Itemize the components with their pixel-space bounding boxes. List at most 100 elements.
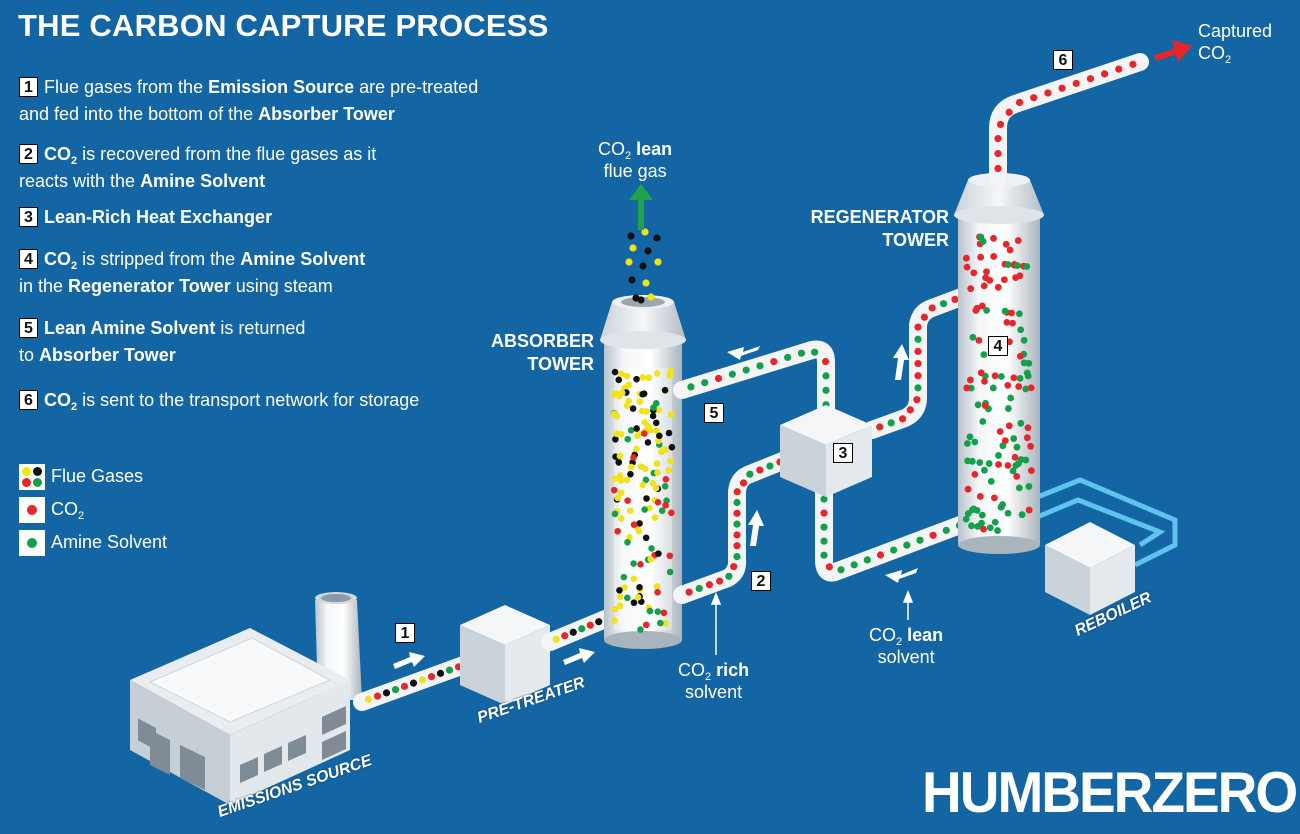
legend-amine: Amine Solvent — [19, 530, 167, 556]
particle-dot — [617, 430, 625, 438]
particle-dot — [983, 268, 990, 276]
particle-dot — [821, 358, 830, 366]
particle-dot — [980, 525, 987, 533]
particle-dot — [611, 368, 619, 376]
particle-dot — [963, 263, 971, 271]
particle-dot — [784, 353, 792, 362]
particle-dot — [636, 398, 644, 405]
flow-arrows — [393, 344, 918, 669]
particle-dot — [983, 306, 990, 314]
particle-dot — [1023, 263, 1031, 270]
amine-swatch — [19, 530, 45, 556]
particle-dot — [427, 673, 436, 681]
particle-dot — [436, 669, 445, 677]
particle-dot — [661, 483, 669, 490]
particle-dot — [962, 515, 970, 523]
particle-dot — [820, 495, 828, 503]
particle-dot — [742, 366, 750, 374]
pipe-rich-to-regenerator — [863, 284, 981, 439]
particle-dot — [928, 304, 936, 312]
particle-dot — [1007, 394, 1015, 402]
particle-dot — [655, 437, 662, 445]
particle-dot — [914, 335, 922, 343]
particle-dot — [863, 556, 871, 564]
particle-dot — [645, 374, 653, 382]
step-tag-2: 2 — [751, 571, 771, 591]
particle-dot — [418, 676, 427, 684]
particle-dot — [837, 566, 845, 574]
particle-dot — [625, 397, 633, 405]
particle-dot — [617, 477, 625, 484]
flue-gas-exhaust — [625, 228, 662, 304]
particle-dot — [966, 376, 974, 384]
particle-dot — [636, 520, 643, 527]
particle-dot — [616, 593, 624, 601]
particle-dot — [626, 507, 634, 514]
particle-dot — [611, 510, 619, 518]
particle-dot — [733, 498, 741, 507]
particle-dot — [1016, 352, 1024, 360]
particle-dot — [1005, 108, 1013, 116]
flow-arrow-icon — [893, 344, 909, 380]
particle-dot — [382, 689, 391, 697]
particle-dot — [730, 563, 738, 571]
particle-dot — [914, 347, 922, 356]
particle-dot — [1017, 326, 1025, 334]
particle-dot — [980, 282, 988, 290]
step-number: 2 — [19, 144, 38, 164]
particle-dot — [850, 561, 858, 569]
particle-dot — [661, 386, 669, 394]
particle-dot — [625, 381, 633, 389]
particle-dot — [1016, 375, 1024, 382]
particle-dot — [665, 429, 673, 437]
particle-dot — [1015, 98, 1024, 107]
particle-dot — [1004, 509, 1012, 517]
particle-dot — [1010, 435, 1018, 442]
particle-dot — [1020, 336, 1028, 344]
particle-dot — [578, 625, 586, 633]
particle-dot — [655, 406, 663, 414]
particle-dot — [876, 423, 884, 431]
particle-dot — [642, 476, 650, 484]
particle-dot — [822, 372, 830, 380]
pipe-lean-return — [673, 340, 835, 421]
particle-dot — [1025, 506, 1033, 514]
particle-dot — [630, 575, 638, 583]
particle-dot — [978, 302, 986, 310]
particle-dot — [1072, 79, 1080, 88]
particle-dot — [400, 682, 409, 690]
particle-dot — [975, 336, 983, 344]
step-number: 1 — [19, 77, 38, 97]
particle-dot — [615, 376, 623, 384]
particle-dot — [652, 419, 660, 427]
particle-dot — [653, 427, 660, 435]
particle-dot — [641, 506, 648, 513]
particle-dot — [633, 445, 640, 453]
particle-dot — [1017, 419, 1025, 427]
particle-dot — [1027, 442, 1035, 450]
particle-dot — [899, 415, 907, 423]
particle-dot — [770, 358, 778, 366]
legend-co2-label: CO — [51, 498, 78, 519]
particle-dot — [1024, 424, 1032, 432]
particle-dot — [654, 588, 661, 596]
particle-dot — [647, 293, 655, 301]
particle-dot — [654, 258, 662, 266]
particle-dot — [623, 372, 631, 380]
heat-exchanger-unit — [780, 405, 872, 497]
particle-dot — [653, 583, 661, 590]
particle-dot — [552, 635, 560, 643]
particle-dot — [964, 510, 972, 518]
particle-dot — [733, 509, 741, 517]
particle-dot — [1008, 309, 1015, 317]
exhaust-arrow-icon — [629, 184, 653, 200]
particle-dot — [1013, 473, 1021, 480]
particle-dot — [1023, 369, 1031, 377]
particle-dot — [649, 480, 657, 487]
particle-dot — [913, 396, 921, 404]
pipe-captured-co2 — [989, 53, 1149, 187]
particle-dot — [1015, 310, 1023, 318]
